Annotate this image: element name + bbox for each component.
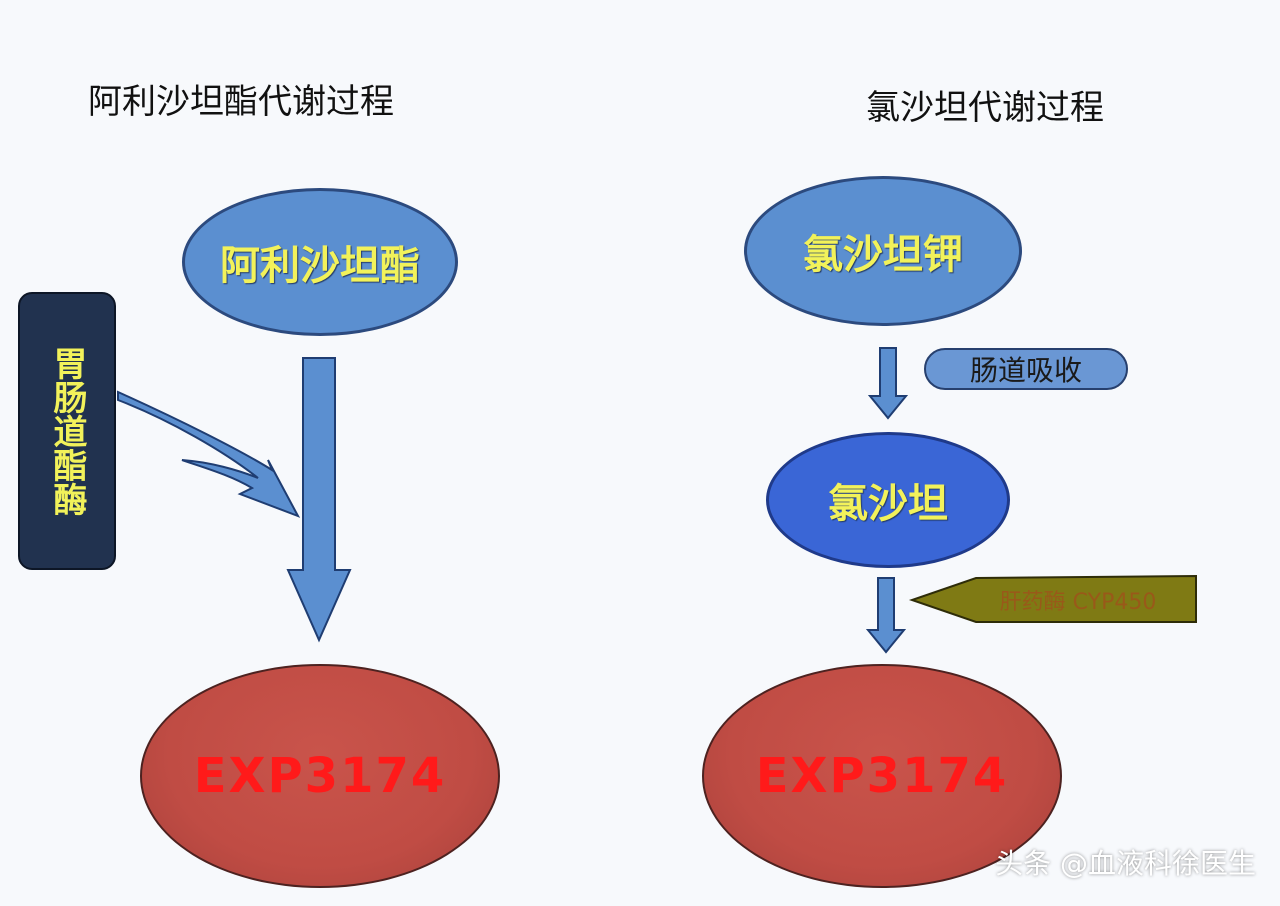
losartan-node: 氯沙坦 — [766, 432, 1010, 568]
left-main-arrow — [286, 357, 352, 643]
watermark: 头条 @血液科徐医生 — [995, 847, 1256, 880]
azilsartan-ester-label: 阿利沙坦酯 — [220, 243, 420, 289]
cyp-enzyme-arrow — [908, 574, 1197, 623]
right-exp3174-node: EXP3174 — [702, 664, 1062, 888]
left-exp3174-label: EXP3174 — [193, 748, 447, 804]
losartan-label: 氯沙坦 — [828, 481, 948, 527]
gi-esterase-label: 胃肠道酯酶 — [47, 346, 87, 516]
right-arrow-absorption — [867, 347, 909, 420]
cyp450-label: 肝药酶 CYP450 — [999, 590, 1157, 615]
right-exp3174-label: EXP3174 — [755, 748, 1009, 804]
left-exp3174-node: EXP3174 — [140, 664, 500, 888]
enzyme-curved-arrow — [117, 390, 301, 518]
intestinal-absorption-pill: 肠道吸收 — [924, 348, 1128, 390]
losartan-potassium-node: 氯沙坦钾 — [744, 176, 1022, 326]
losartan-potassium-label: 氯沙坦钾 — [803, 232, 963, 278]
right-arrow-metabolism — [865, 577, 907, 654]
azilsartan-ester-node: 阿利沙坦酯 — [182, 188, 458, 336]
gi-esterase-box: 胃肠道酯酶 — [18, 292, 116, 570]
right-title: 氯沙坦代谢过程 — [866, 88, 1104, 128]
left-title: 阿利沙坦酯代谢过程 — [88, 82, 394, 122]
